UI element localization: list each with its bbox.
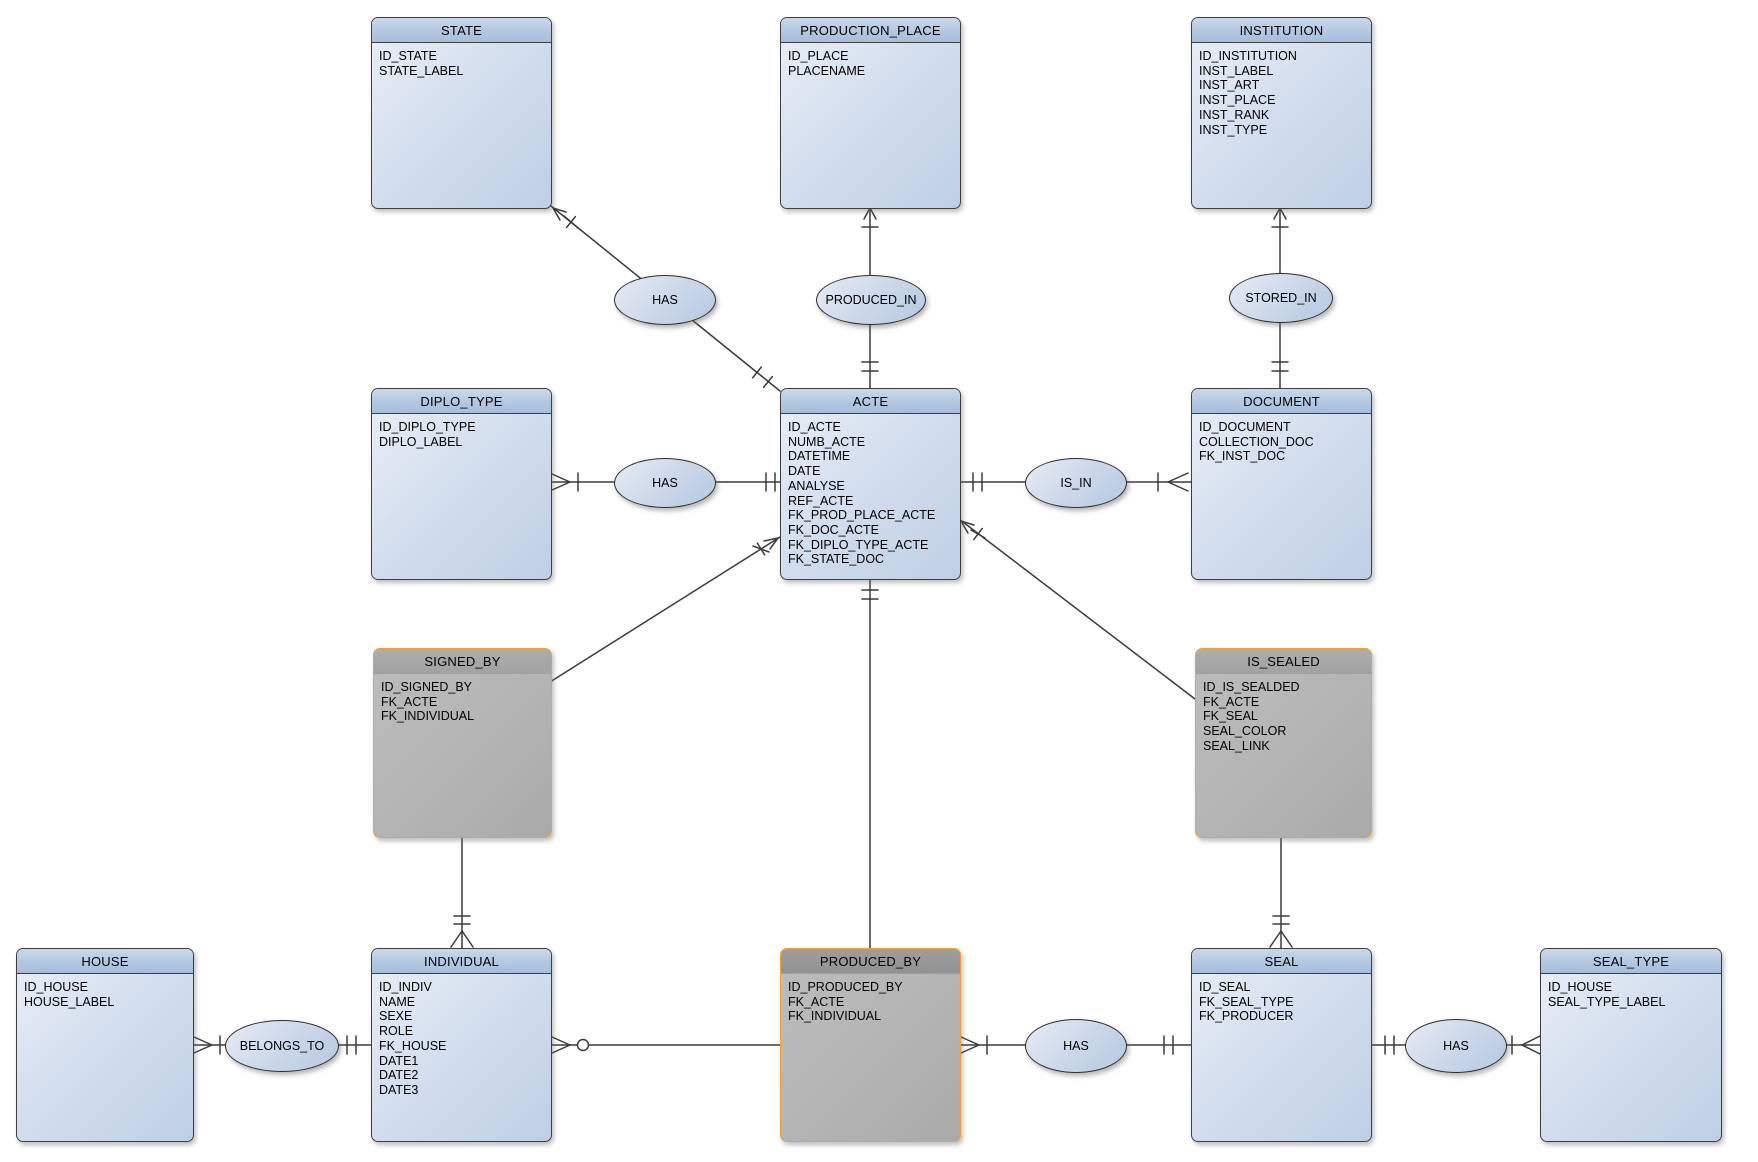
entity-title: INSTITUTION <box>1192 18 1371 43</box>
relationship-label: BELONGS_TO <box>239 1039 325 1053</box>
entity-state[interactable]: STATE ID_STATE STATE_LABEL <box>371 17 552 209</box>
cross-mark-acte <box>970 527 986 541</box>
relationship-label: PRODUCED_IN <box>825 293 917 307</box>
entity-title: SEAL_TYPE <box>1541 949 1721 974</box>
entity-document[interactable]: DOCUMENT ID_DOCUMENT COLLECTION_DOC FK_I… <box>1191 388 1372 580</box>
entity-title: PRODUCED_BY <box>781 949 960 974</box>
entity-institution[interactable]: INSTITUTION ID_INSTITUTION INST_LABEL IN… <box>1191 17 1372 209</box>
crowsfoot-individual <box>551 1036 571 1054</box>
entity-diplo-type[interactable]: DIPLO_TYPE ID_DIPLO_TYPE DIPLO_LABEL <box>371 388 552 580</box>
entity-title: DIPLO_TYPE <box>372 389 551 414</box>
relationship-stored-in[interactable]: STORED_IN <box>1229 273 1333 323</box>
crowsfoot-document <box>1167 472 1189 492</box>
entity-acte[interactable]: ACTE ID_ACTE NUMB_ACTE DATETIME DATE ANA… <box>780 388 961 580</box>
connector-acte-signedby <box>549 536 781 683</box>
relationship-produced-in[interactable]: PRODUCED_IN <box>816 275 926 325</box>
connector-issealed-seal <box>1269 835 1293 949</box>
entity-fields: ID_HOUSE SEAL_TYPE_LABEL <box>1548 980 1666 1009</box>
relationship-has-diplo-acte[interactable]: HAS <box>614 458 716 508</box>
entity-title: SIGNED_BY <box>374 649 551 674</box>
connector-signedby-individual <box>450 835 474 949</box>
crowsfoot-seal-type <box>1521 1035 1541 1055</box>
cross-mark-acte <box>752 542 770 556</box>
crowsfoot-produced-by <box>960 1036 980 1054</box>
entity-signed-by[interactable]: SIGNED_BY ID_SIGNED_BY FK_ACTE FK_INDIVI… <box>373 648 552 838</box>
relationship-has-state-acte[interactable]: HAS <box>614 275 716 325</box>
entity-fields: ID_PLACE PLACENAME <box>788 49 866 78</box>
double-tick-individual <box>346 1035 357 1055</box>
entity-fields: ID_STATE STATE_LABEL <box>379 49 464 78</box>
entity-title: INDIVIDUAL <box>372 949 551 974</box>
entity-title: HOUSE <box>17 949 193 974</box>
entity-fields: ID_ACTE NUMB_ACTE DATETIME DATE ANALYSE … <box>788 420 936 567</box>
entity-individual[interactable]: INDIVIDUAL ID_INDIV NAME SEXE ROLE FK_HO… <box>371 948 552 1142</box>
entity-is-sealed[interactable]: IS_SEALED ID_IS_SEALDED FK_ACTE FK_SEAL … <box>1195 648 1372 838</box>
relationship-label: HAS <box>1063 1039 1089 1053</box>
double-tick <box>1272 915 1290 925</box>
double-tick-acte <box>972 472 983 492</box>
relationship-has-producedby-seal[interactable]: HAS <box>1025 1019 1127 1073</box>
entity-fields: ID_SEAL FK_SEAL_TYPE FK_PRODUCER <box>1199 980 1294 1024</box>
entity-title: PRODUCTION_PLACE <box>781 18 960 43</box>
crowsfoot-seal <box>1269 930 1293 948</box>
optional-circle-mark <box>576 1038 590 1052</box>
entity-title: ACTE <box>781 389 960 414</box>
arrow-end-acte <box>763 536 780 550</box>
relationship-label: STORED_IN <box>1245 291 1317 305</box>
crowsfoot-diplo-type <box>551 473 571 491</box>
double-tick-document <box>1271 361 1289 372</box>
connector-individual-producedby <box>549 1036 781 1054</box>
relationship-belongs-to[interactable]: BELONGS_TO <box>225 1020 339 1072</box>
double-tick-acte <box>765 472 776 492</box>
connector-acte-producedby <box>861 577 879 949</box>
entity-fields: ID_DOCUMENT COLLECTION_DOC FK_INST_DOC <box>1199 420 1314 464</box>
crowsfoot-individual <box>450 930 474 948</box>
entity-fields: ID_INSTITUTION INST_LABEL INST_ART INST_… <box>1199 49 1297 137</box>
relationship-has-seal-sealtype[interactable]: HAS <box>1405 1019 1507 1073</box>
cross-mark-state <box>563 215 579 229</box>
entity-fields: ID_PRODUCED_BY FK_ACTE FK_INDIVIDUAL <box>788 980 903 1024</box>
relationship-label: HAS <box>652 476 678 490</box>
entity-fields: ID_DIPLO_TYPE DIPLO_LABEL <box>379 420 476 449</box>
arrow-end-acte <box>959 519 975 534</box>
crowsfoot-house <box>193 1036 213 1054</box>
entity-fields: ID_SIGNED_BY FK_ACTE FK_INDIVIDUAL <box>381 680 475 724</box>
entity-seal[interactable]: SEAL ID_SEAL FK_SEAL_TYPE FK_PRODUCER <box>1191 948 1372 1142</box>
connector-seal-has-sealtype <box>1369 1035 1541 1055</box>
double-tick-acte <box>751 366 774 389</box>
connector-acte-issealed <box>958 518 1196 700</box>
entity-production-place[interactable]: PRODUCTION_PLACE ID_PLACE PLACENAME <box>780 17 961 209</box>
entity-fields: ID_INDIV NAME SEXE ROLE FK_HOUSE DATE1 D… <box>379 980 447 1097</box>
double-tick-acte <box>861 361 879 372</box>
entity-title: SEAL <box>1192 949 1371 974</box>
relationship-label: IS_IN <box>1060 476 1092 490</box>
double-tick-acte <box>861 589 879 600</box>
entity-fields: ID_HOUSE HOUSE_LABEL <box>24 980 115 1009</box>
entity-produced-by[interactable]: PRODUCED_BY ID_PRODUCED_BY FK_ACTE FK_IN… <box>780 948 961 1142</box>
relationship-label: HAS <box>1443 1039 1469 1053</box>
entity-seal-type[interactable]: SEAL_TYPE ID_HOUSE SEAL_TYPE_LABEL <box>1540 948 1722 1142</box>
entity-fields: ID_IS_SEALDED FK_ACTE FK_SEAL SEAL_COLOR… <box>1203 680 1300 753</box>
arrow-end-state <box>551 206 567 221</box>
relationship-is-in[interactable]: IS_IN <box>1025 458 1127 508</box>
double-tick-seal <box>1384 1035 1395 1055</box>
double-tick <box>453 915 471 925</box>
entity-title: DOCUMENT <box>1192 389 1371 414</box>
relationship-label: HAS <box>652 293 678 307</box>
entity-house[interactable]: HOUSE ID_HOUSE HOUSE_LABEL <box>16 948 194 1142</box>
entity-title: IS_SEALED <box>1196 649 1371 674</box>
entity-title: STATE <box>372 18 551 43</box>
double-tick-seal <box>1163 1035 1174 1055</box>
